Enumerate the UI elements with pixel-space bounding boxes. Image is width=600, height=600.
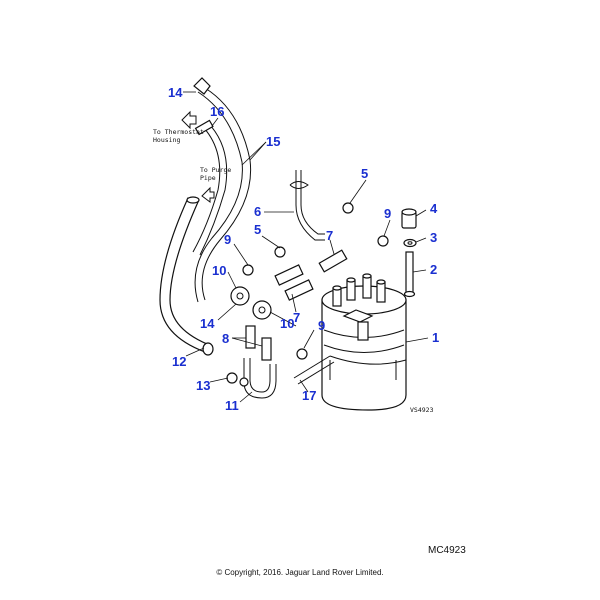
- callout-17: 17: [302, 388, 316, 403]
- bolt: [403, 251, 416, 298]
- canister: [321, 273, 407, 411]
- callout-1: 1: [432, 330, 439, 345]
- copyright-notice: © Copyright, 2016. Jaguar Land Rover Lim…: [216, 568, 384, 577]
- callout-5: 5: [361, 166, 368, 181]
- callout-14: 14: [168, 85, 183, 100]
- callout-8: 8: [222, 331, 229, 346]
- callout-9: 9: [224, 232, 231, 247]
- callout-12: 12: [172, 354, 186, 369]
- callout-9: 9: [318, 318, 325, 333]
- callout-10: 10: [280, 316, 294, 331]
- callout-10: 10: [212, 263, 226, 278]
- callout-9: 9: [384, 206, 391, 221]
- callout-11: 11: [225, 398, 239, 413]
- vertical-hoses: [243, 325, 277, 399]
- note-thermostat-line1: To Thermostat: [153, 128, 204, 136]
- note-purge-line2: Pipe: [200, 174, 216, 182]
- valves: [230, 286, 272, 320]
- spacer: [401, 208, 417, 229]
- drawing-reference: VS4923: [410, 406, 434, 414]
- direction-arrows: [181, 110, 215, 203]
- callout-15: 15: [266, 134, 280, 149]
- hose-connector: [194, 119, 214, 136]
- leader-lines: [183, 91, 429, 403]
- callout-7: 7: [326, 228, 333, 243]
- hose-assembly: [192, 87, 252, 303]
- washer: [403, 238, 417, 248]
- clip-13: [226, 372, 249, 387]
- pipe-with-clip: [289, 170, 325, 241]
- callout-13: 13: [196, 378, 210, 393]
- diagram-code: MC4923: [428, 545, 466, 556]
- callout-14: 14: [200, 316, 215, 331]
- callout-3: 3: [430, 230, 437, 245]
- callouts: 14 16 15 5 6 9 4 5 7 3 9 2 10 7 14 10 9 …: [168, 85, 439, 413]
- callout-7: 7: [293, 310, 300, 325]
- note-purge-line1: To Purge: [200, 166, 231, 174]
- note-thermostat-line2: Housing: [153, 136, 180, 144]
- callout-6: 6: [254, 204, 261, 219]
- elbow-connector-top: [193, 77, 211, 95]
- callout-2: 2: [430, 262, 437, 277]
- clamp-band: [293, 355, 407, 385]
- callout-16: 16: [210, 104, 224, 119]
- callout-5: 5: [254, 222, 261, 237]
- callout-4: 4: [430, 201, 438, 216]
- large-hose: [159, 196, 214, 356]
